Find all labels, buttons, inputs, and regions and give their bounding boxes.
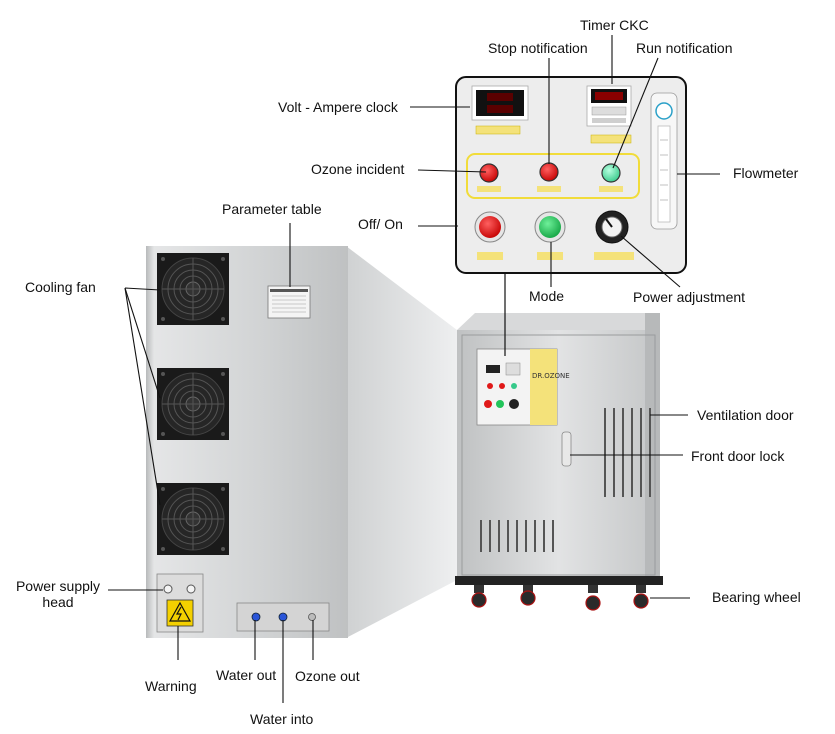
water-out-port-icon (251, 612, 261, 622)
label-water-out: Water out (216, 667, 277, 683)
cabinet-side-view (146, 246, 348, 638)
callout-lines (108, 35, 720, 703)
volt-ampere-meter (471, 85, 529, 135)
power-supply-head-icon-2 (186, 584, 196, 594)
view-projection (346, 246, 457, 638)
label-off-on: Off/ On (358, 216, 403, 232)
label-front-door-lock: Front door lock (691, 448, 785, 464)
label-water-into: Water into (250, 711, 314, 727)
ventilation-door (604, 408, 651, 497)
cooling-fan-3 (156, 482, 230, 556)
flowmeter (650, 92, 678, 230)
label-mode: Mode (529, 288, 565, 304)
control-panel (455, 76, 687, 274)
label-power-supply-line2: head (42, 594, 74, 610)
label-warning: Warning (145, 678, 197, 694)
cooling-fan-1 (156, 252, 230, 326)
front-door-lock (561, 431, 572, 467)
ozone-out-port-icon (308, 613, 316, 621)
label-ozone-out: Ozone out (295, 668, 360, 684)
run-notification-light (599, 163, 623, 192)
bottom-ventilation (480, 520, 554, 552)
parameter-table-plate (267, 285, 311, 319)
label-bearing-wheel: Bearing wheel (712, 589, 801, 605)
power-supply-plate (156, 573, 204, 633)
label-run-notification: Run notification (636, 40, 733, 56)
cabinet-front-view: DR.OZONE (455, 313, 663, 611)
power-supply-head-icon (163, 584, 173, 594)
label-timer-ckc: Timer CKC (580, 17, 649, 33)
timer-ckc (586, 85, 632, 144)
brand-label: DR.OZONE (532, 372, 570, 380)
label-flowmeter: Flowmeter (733, 165, 799, 181)
warning-icon (166, 599, 194, 627)
label-parameter-table: Parameter table (222, 201, 322, 217)
off-on-button[interactable] (474, 211, 506, 260)
water-into-port-icon (278, 612, 288, 622)
label-power-adjustment: Power adjustment (633, 289, 746, 305)
bearing-wheel (471, 585, 649, 611)
label-ventilation-door: Ventilation door (697, 407, 794, 423)
stop-notification-light (537, 162, 561, 192)
label-power-supply-line1: Power supply (15, 578, 101, 594)
ozone-incident-light (477, 163, 501, 192)
cooling-fan-2 (156, 367, 230, 441)
mode-button[interactable] (534, 211, 566, 260)
power-adjustment-knob[interactable] (594, 210, 634, 260)
label-volt-ampere-clock: Volt - Ampere clock (278, 99, 398, 115)
label-ozone-incident: Ozone incident (311, 161, 405, 177)
label-stop-notification: Stop notification (488, 40, 588, 56)
label-power-supply-head: Power supply head (10, 578, 106, 610)
label-cooling-fan: Cooling fan (25, 279, 96, 295)
